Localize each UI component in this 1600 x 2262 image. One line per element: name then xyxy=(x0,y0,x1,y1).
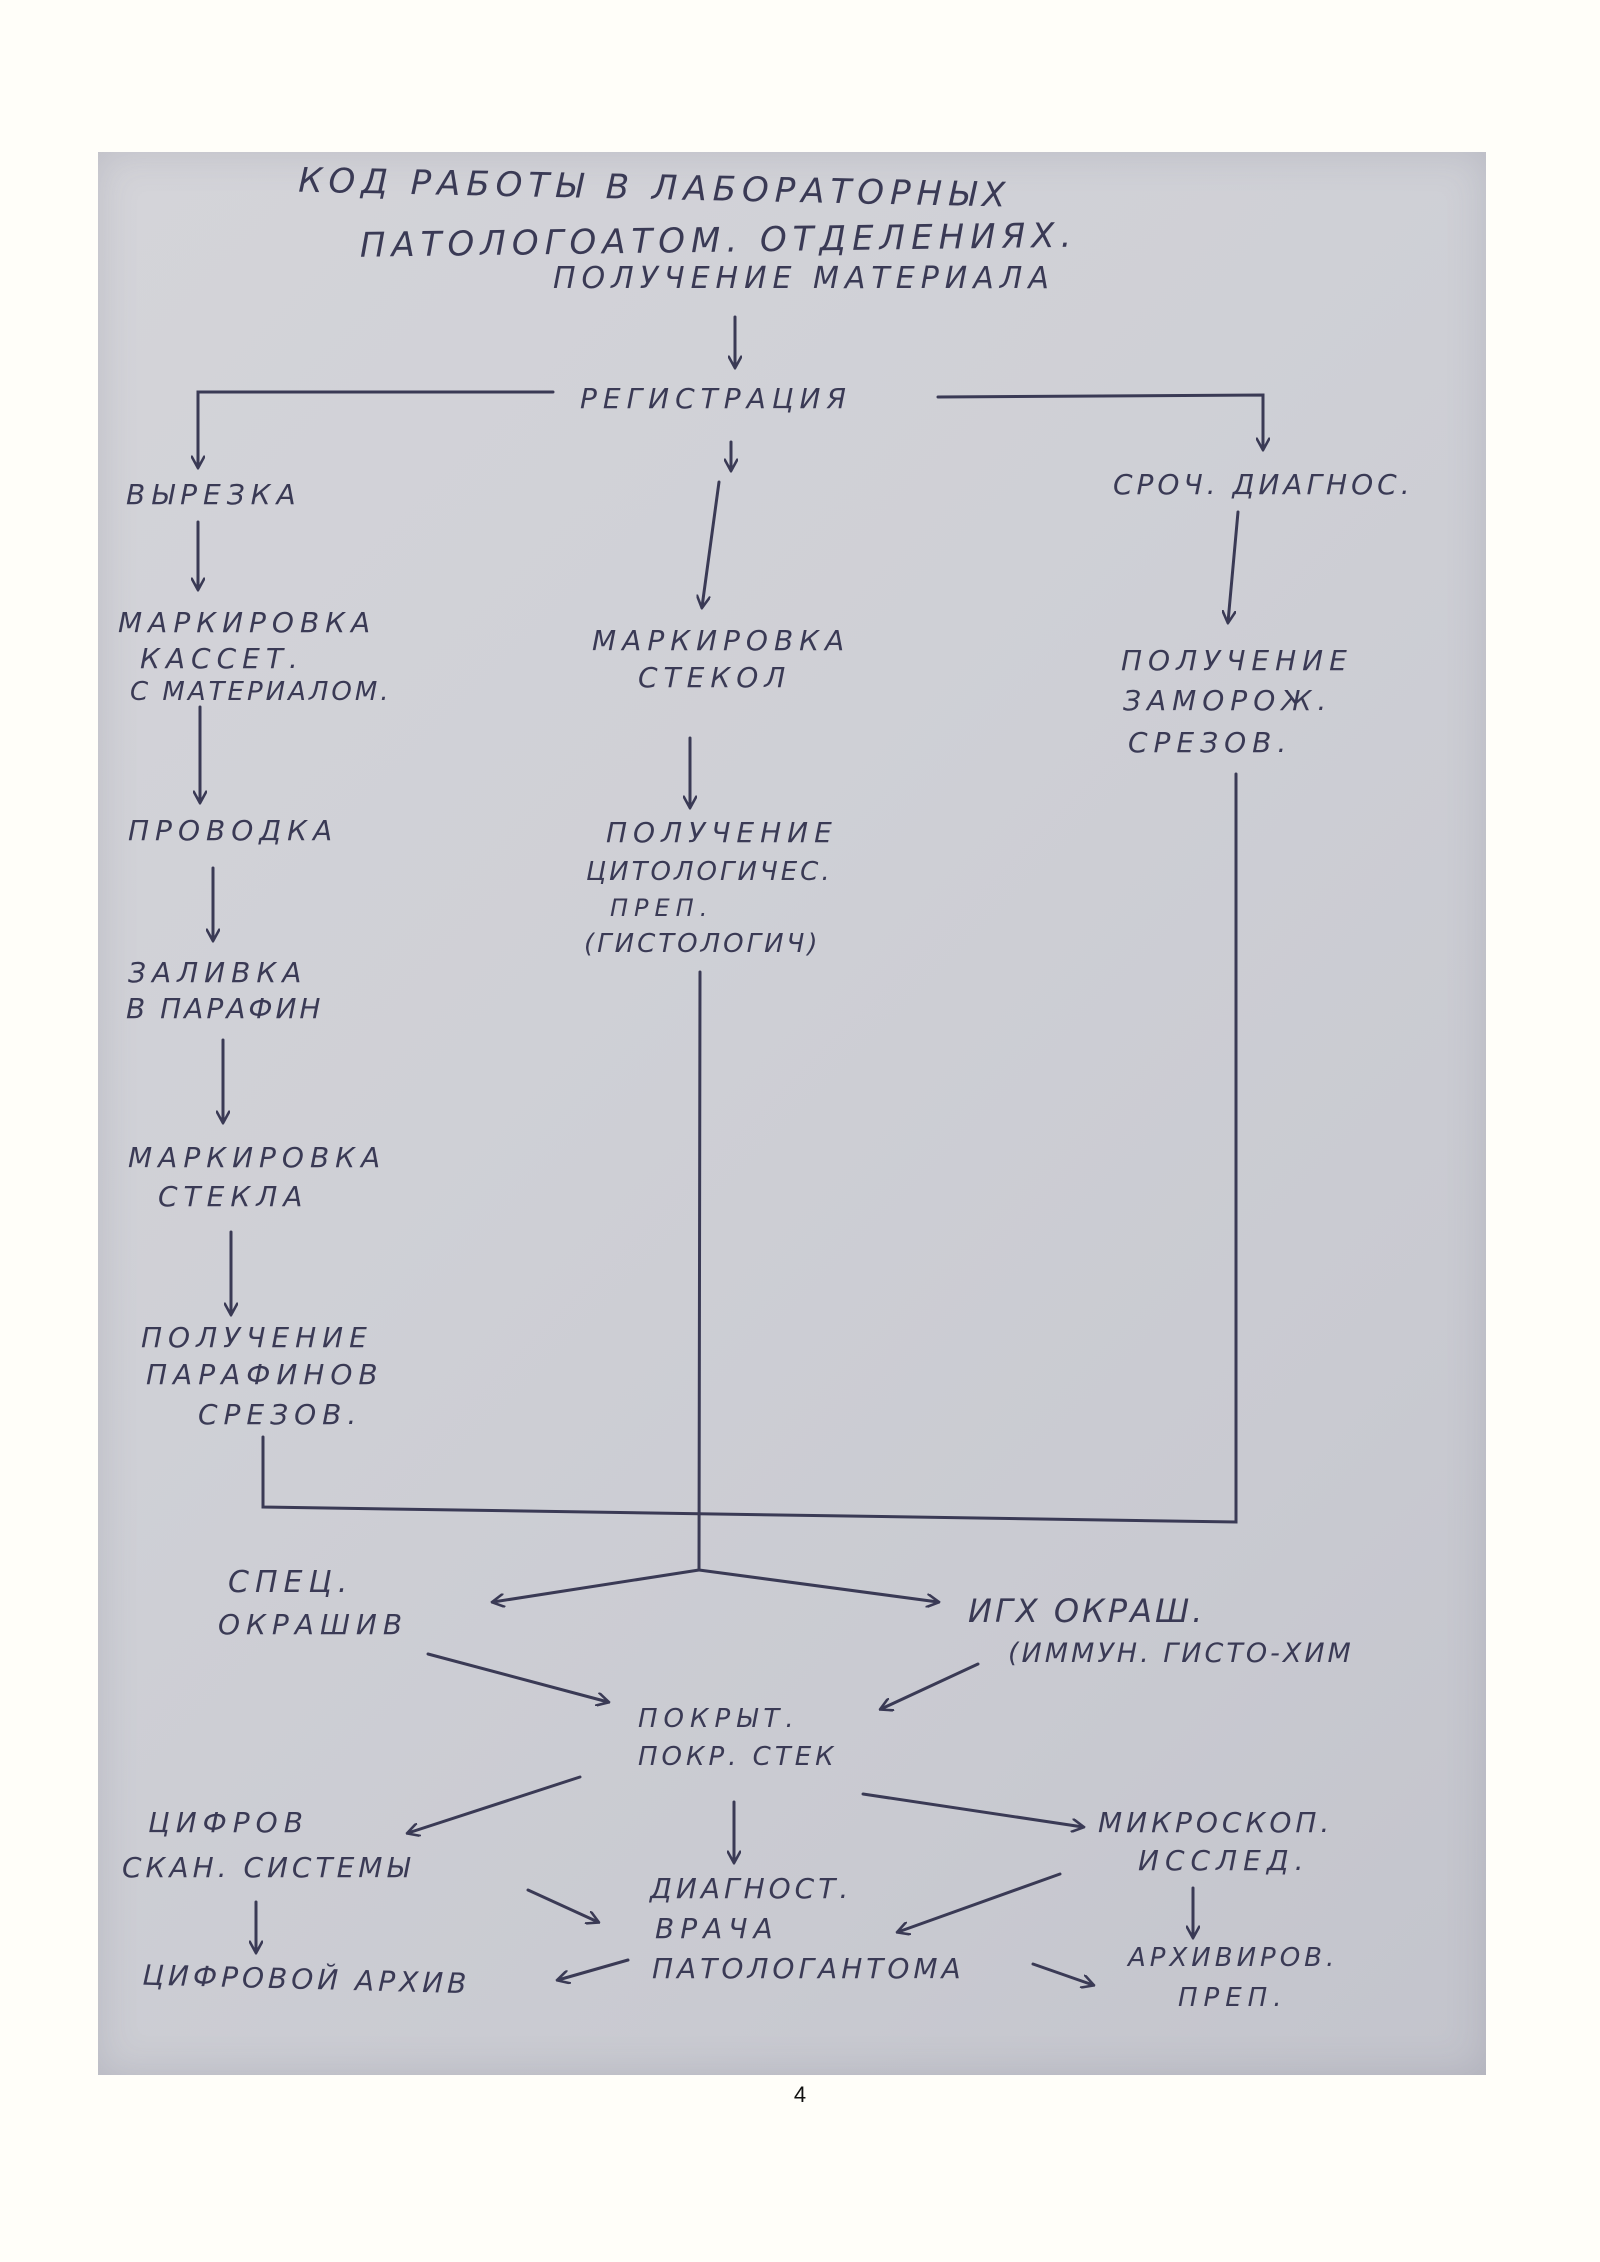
connectors xyxy=(198,315,1263,1985)
node-ihc-stain-l1: ИГХ ОКРАШ. xyxy=(968,1592,1205,1630)
merge-center-line xyxy=(697,970,702,1572)
node-ihc-stain-l2: (ИММУН. ГИСТО-ХИМ xyxy=(1008,1638,1354,1669)
node-diagnosis-l3: ПАТОЛОГАНТОМА xyxy=(652,1952,965,1985)
node-archiving-l1: АРХИВИРОВ. xyxy=(1126,1943,1338,1973)
node-archiving-l2: ПРЕП. xyxy=(1178,1983,1287,2013)
arrow-ihc-to-coverslip xyxy=(881,1662,980,1709)
node-frozen-l2: ЗАМОРОЖ. xyxy=(1123,684,1332,717)
node-paraffin-sections-l3: СРЕЗОВ. xyxy=(198,1398,362,1431)
node-cassette-marking-l2: КАССЕТ. xyxy=(140,642,304,675)
arrow-urgent-to-frozen xyxy=(1228,510,1240,622)
page-number: 4 xyxy=(793,2082,807,2107)
node-special-stain-l1: СПЕЦ. xyxy=(228,1565,353,1600)
arrow-scan-to-diagnosis xyxy=(526,1888,598,1922)
arrow-microscopy-to-diagnosis xyxy=(898,1872,1062,1932)
node-urgent-diag: СРОЧ. ДИАГНОС. xyxy=(1113,468,1414,501)
node-digital-archive: ЦИФРОВОЙ АРХИВ xyxy=(142,1958,471,2001)
node-glass-marking-mid-l2: СТЕКОЛ xyxy=(638,661,791,694)
node-glass-marking-left-l2: СТЕКЛА xyxy=(158,1180,308,1213)
node-cyto-l3: ПРЕП. xyxy=(610,894,713,922)
node-processing: ПРОВОДКА xyxy=(128,814,338,847)
node-digital-scan-l2: СКАН. СИСТЕМЫ xyxy=(122,1851,413,1884)
node-cyto-l4: (ГИСТОЛОГИЧ) xyxy=(584,929,821,959)
arrow-diagnosis-to-archive xyxy=(558,1958,630,1980)
node-cassette-marking-l1: МАРКИРОВКА xyxy=(118,606,376,639)
node-frozen-l1: ПОЛУЧЕНИЕ xyxy=(1121,644,1353,677)
node-paraffin-embed-l2: В ПАРАФИН xyxy=(126,992,323,1025)
merge-left-bracket xyxy=(261,772,1238,1524)
node-registration: РЕГИСТРАЦИЯ xyxy=(580,382,852,415)
node-diagnosis-l1: ДИАГНОСТ. xyxy=(648,1872,852,1905)
arrow-diagnosis-to-archiving xyxy=(1031,1962,1093,1985)
node-glass-marking-left-l1: МАРКИРОВКА xyxy=(128,1141,386,1174)
branch-registration-right xyxy=(936,393,1263,449)
node-cyto-l1: ПОЛУЧЕНИЕ xyxy=(606,816,838,849)
node-diagnosis-l2: ВРАЧА xyxy=(655,1912,779,1945)
node-excision: ВЫРЕЗКА xyxy=(126,478,302,511)
handwritten-sheet: КОД РАБОТЫ В ЛАБОРАТОРНЫХ ПАТОЛОГОАТОМ. … xyxy=(98,152,1486,2075)
node-digital-scan-l1: ЦИФРОВ xyxy=(148,1806,309,1839)
node-paraffin-embed-l1: ЗАЛИВКА xyxy=(128,956,307,989)
branch-registration-left xyxy=(198,390,555,467)
arrow-to-glass-marking-mid xyxy=(702,480,721,607)
arrow-coverslip-to-scan xyxy=(408,1775,582,1833)
node-special-stain-l2: ОКРАШИВ xyxy=(218,1608,408,1641)
arrow-coverslip-to-microscopy xyxy=(861,1792,1083,1827)
node-paraffin-sections-l1: ПОЛУЧЕНИЕ xyxy=(141,1321,373,1354)
node-receipt: ПОЛУЧЕНИЕ МАТЕРИАЛА xyxy=(553,261,1055,296)
arrow-to-special-stain xyxy=(493,1568,701,1602)
title-line-2: ПАТОЛОГОАТОМ. ОТДЕЛЕНИЯХ. xyxy=(360,216,1078,266)
node-microscopy-l2: ИССЛЕД. xyxy=(1138,1844,1310,1877)
node-coverslip-l1: ПОКРЫТ. xyxy=(638,1704,800,1734)
node-frozen-l3: СРЕЗОВ. xyxy=(1128,726,1292,759)
arrow-special-to-coverslip xyxy=(426,1652,608,1702)
flowchart: КОД РАБОТЫ В ЛАБОРАТОРНЫХ ПАТОЛОГОАТОМ. … xyxy=(118,161,1414,2013)
title-line-1: КОД РАБОТЫ В ЛАБОРАТОРНЫХ xyxy=(298,161,1012,216)
node-cassette-marking-l3: С МАТЕРИАЛОМ. xyxy=(130,677,392,707)
arrow-to-ihc-stain xyxy=(697,1568,938,1602)
node-glass-marking-mid-l1: МАРКИРОВКА xyxy=(592,624,850,657)
node-cyto-l2: ЦИТОЛОГИЧЕС. xyxy=(586,857,833,887)
node-paraffin-sections-l2: ПАРАФИНОВ xyxy=(146,1358,384,1391)
node-coverslip-l2: ПОКР. СТЕК xyxy=(638,1742,838,1772)
node-microscopy-l1: МИКРОСКОП. xyxy=(1098,1806,1333,1839)
